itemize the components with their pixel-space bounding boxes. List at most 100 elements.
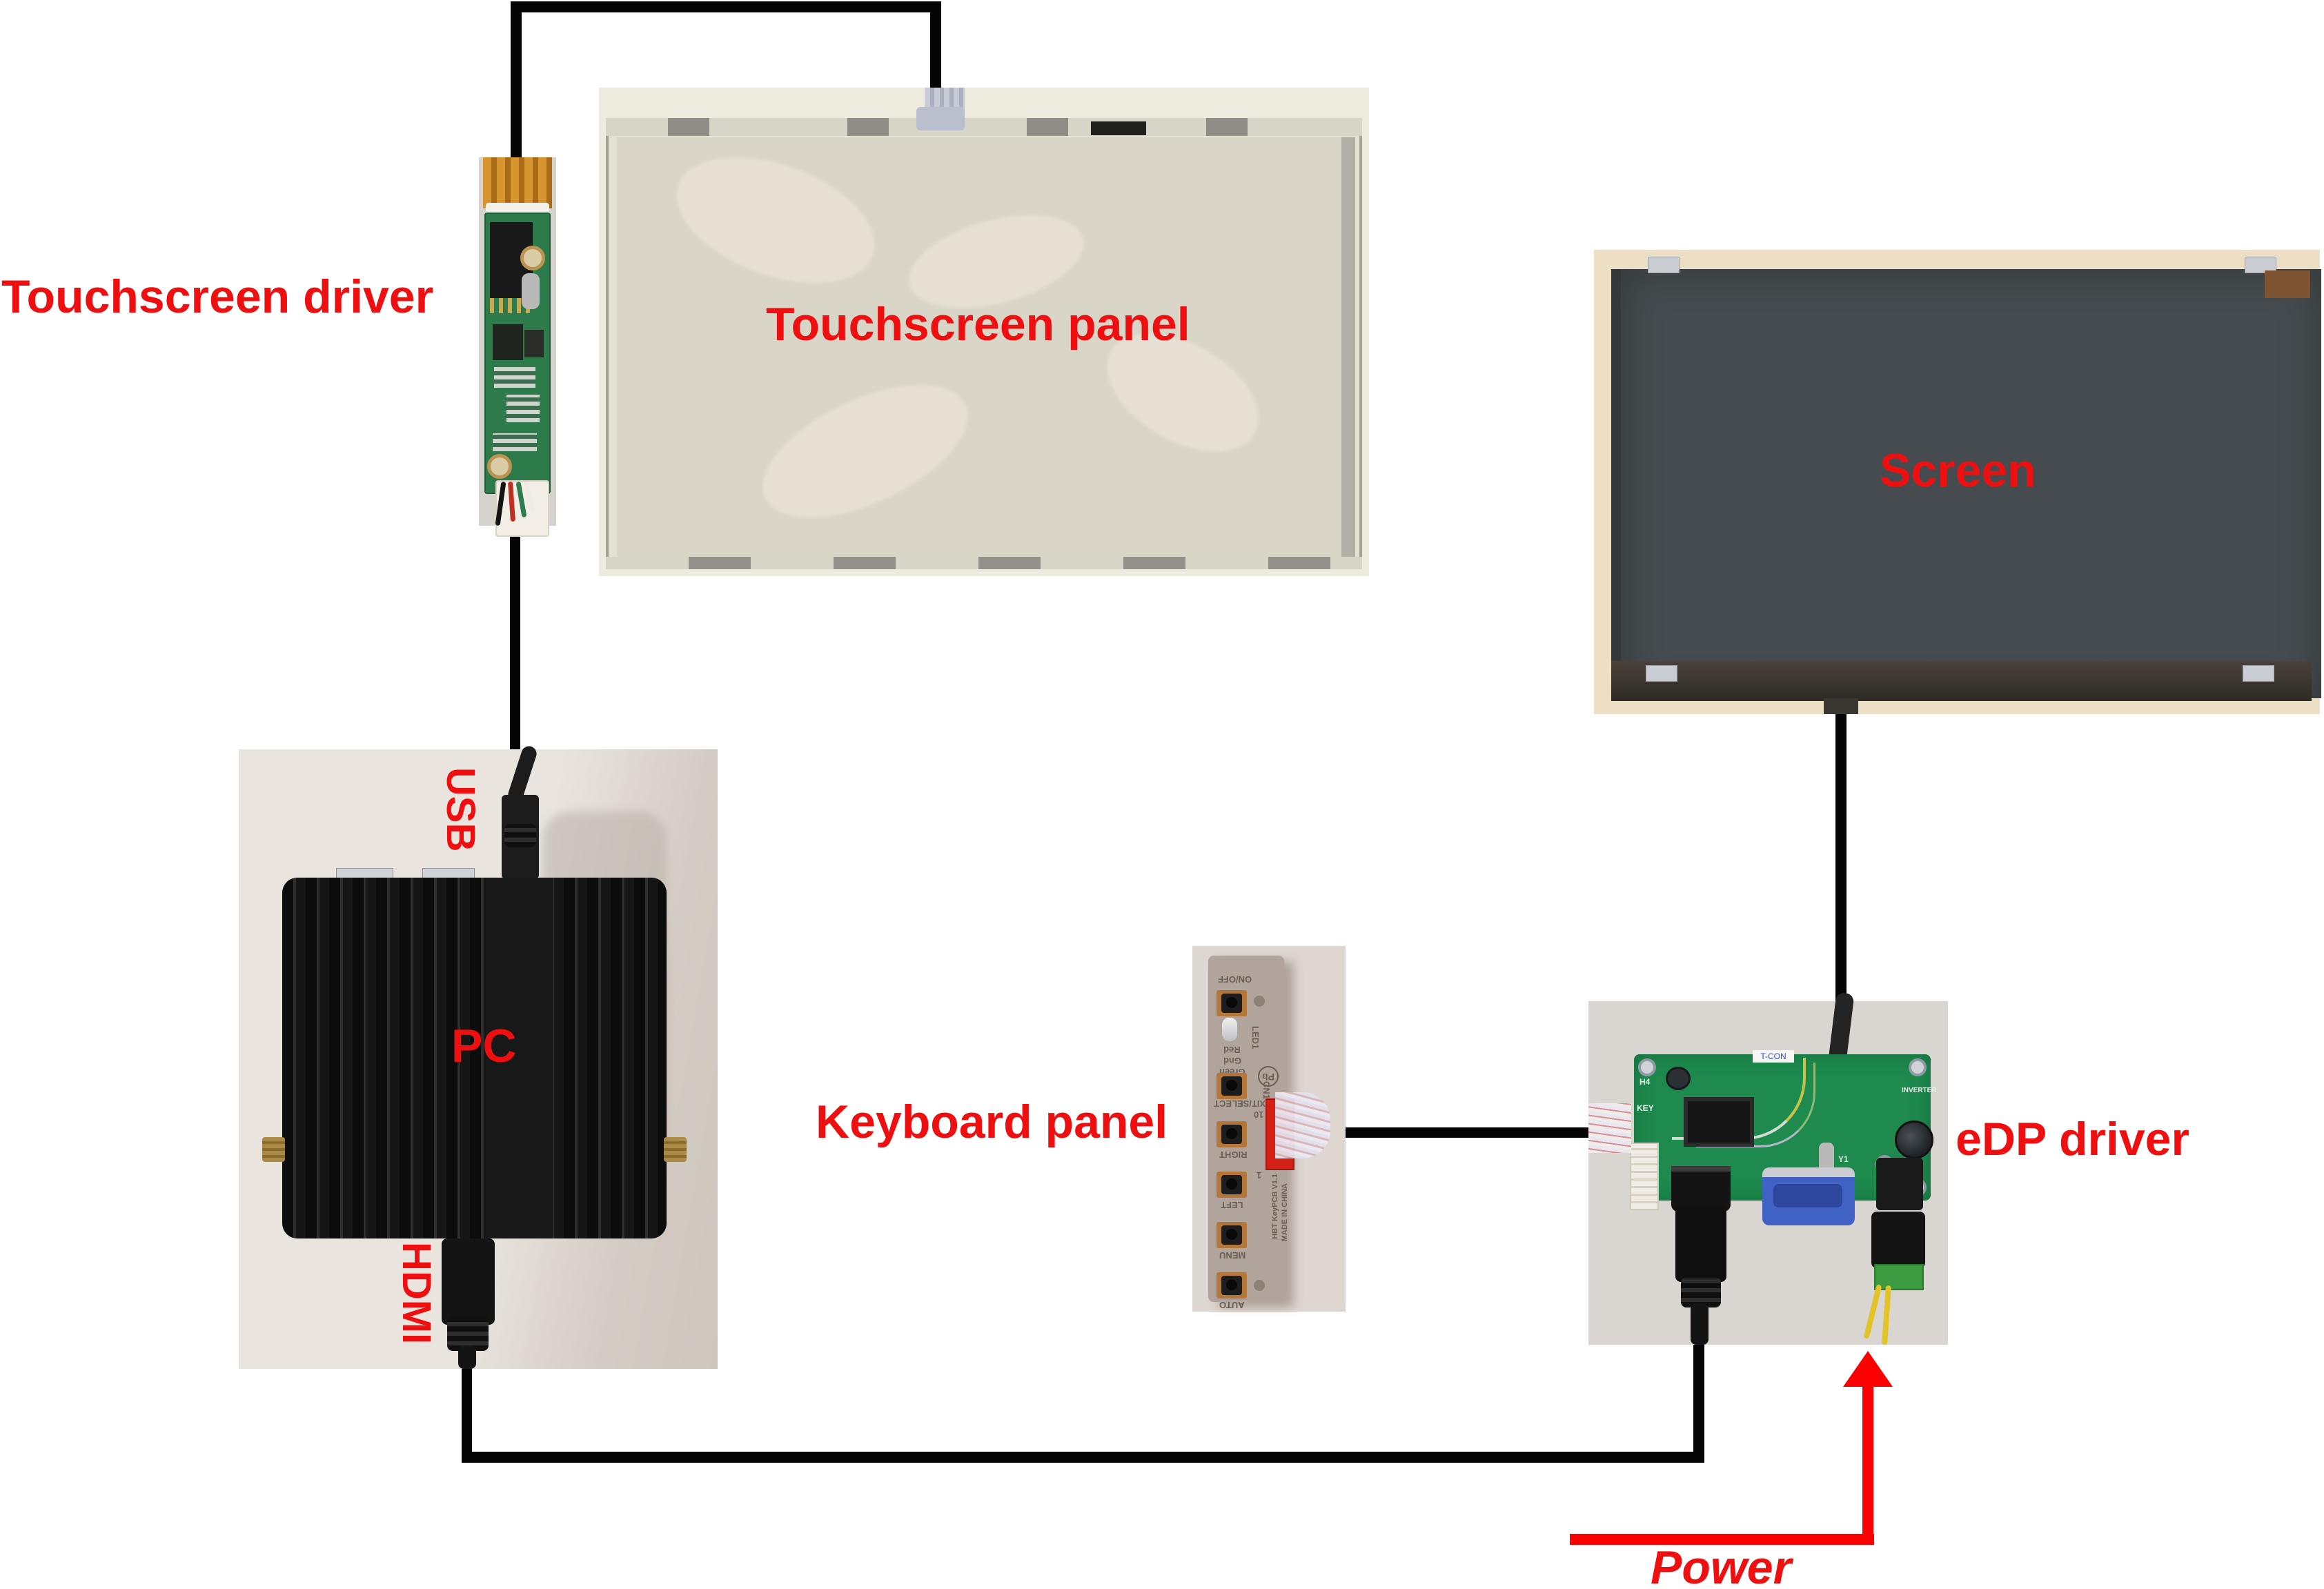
edp-power-jack — [1876, 1158, 1923, 1210]
keyboard-silk-exitselect: EXIT/SELECT — [1214, 1098, 1272, 1109]
hdmi-label: HDMI — [394, 1242, 439, 1345]
edp-hole-tl — [1638, 1058, 1656, 1076]
edp-silk-key: KEY — [1637, 1103, 1654, 1113]
keyboard-button-exitselect — [1217, 1073, 1247, 1099]
keyboard-hole-top — [1254, 996, 1265, 1007]
keyboard-button-auto — [1217, 1272, 1247, 1299]
edp-hole-tr — [1909, 1058, 1927, 1076]
usb-label: USB — [438, 767, 483, 852]
keyboard-button-onoff — [1217, 990, 1247, 1016]
keyboard-panel-label: Keyboard panel — [816, 1096, 1168, 1148]
screen-photo — [1594, 250, 2321, 714]
edp-hdmi-plug — [1675, 1206, 1726, 1282]
keyboard-silk-onoff: ON/OFF — [1218, 974, 1252, 985]
edp-power-wire-1 — [1863, 1284, 1882, 1339]
edp-power-wire-2 — [1882, 1285, 1891, 1345]
panel-top-band — [606, 118, 1362, 136]
panel-black-mark — [1091, 121, 1146, 135]
pc-hdmi-plug — [442, 1238, 495, 1325]
power-line-vertical — [1862, 1384, 1873, 1545]
edp-silk-inverter: INVERTER — [1902, 1087, 1937, 1094]
screen-bracket-bottom-right — [2243, 665, 2274, 682]
edp-crystal — [1819, 1143, 1834, 1174]
edp-hdmi-cable — [1691, 1303, 1708, 1345]
power-line-horizontal — [1570, 1534, 1874, 1545]
keyboard-button-left — [1217, 1172, 1247, 1198]
panel-flex-tab-foot — [916, 107, 965, 130]
wire-pc-hdmi-down — [462, 1365, 472, 1461]
driver-crystal — [522, 273, 540, 309]
edp-silk-y1: Y1 — [1838, 1154, 1849, 1164]
pc-case — [282, 878, 667, 1238]
driver-main-ic — [493, 324, 523, 360]
touchscreen-panel-label: Touchscreen panel — [766, 298, 1190, 351]
edp-keyboard-wires — [1588, 1103, 1631, 1153]
keyboard-silk-auto: AUTO — [1219, 1300, 1245, 1310]
screen-bottom-strip — [1611, 661, 2312, 701]
keyboard-led — [1222, 1018, 1237, 1041]
power-arrowhead — [1843, 1351, 1893, 1387]
keyboard-silk-red: Red — [1223, 1045, 1241, 1055]
edp-hdmi-port — [1671, 1166, 1731, 1212]
keyboard-silk-origin: MADE IN CHINA — [1281, 1183, 1289, 1242]
wire-driver-to-panel-right — [930, 1, 941, 90]
pc-hdmi-plug-collar — [447, 1316, 489, 1351]
pc-hdmi-cable — [458, 1345, 476, 1369]
wire-keyboard-to-edp — [1341, 1127, 1593, 1138]
pc-usb-plug-collar — [504, 824, 536, 847]
keyboard-silk-pin1: 1 — [1257, 1170, 1262, 1181]
edp-driver-label: eDP driver — [1956, 1113, 2189, 1165]
keyboard-silk-cn1: CN1 — [1261, 1081, 1272, 1100]
edp-driver-photo: H4 KEY T-CON Y1 INVERTER — [1588, 991, 1948, 1345]
screen-bracket-top-left — [1648, 257, 1680, 273]
driver-flex-cable — [483, 157, 552, 208]
driver-smd-bank-3 — [493, 433, 537, 451]
screen-lcd-panel — [1611, 269, 2321, 698]
edp-power-terminal — [1874, 1264, 1924, 1290]
edp-hdmi-plug-collar — [1681, 1277, 1721, 1307]
edp-keyboard-connector — [1630, 1143, 1659, 1210]
edp-silk-h4: H4 — [1639, 1077, 1651, 1087]
wire-driver-to-pc-usb — [510, 522, 520, 756]
pc-antenna-post-right — [664, 1137, 687, 1162]
wire-screen-to-edp — [1835, 711, 1847, 1005]
pc-label: PC — [451, 1020, 517, 1072]
driver-mounting-hole-bottom — [487, 454, 512, 479]
touchscreen-driver-photo — [479, 157, 556, 537]
screen-bracket-bottom-left — [1646, 665, 1677, 682]
keyboard-silk-right: RIGHT — [1219, 1149, 1248, 1160]
edp-capacitor — [1895, 1121, 1933, 1159]
driver-output-connector — [495, 480, 549, 537]
keyboard-button-right — [1217, 1121, 1247, 1147]
keyboard-silk-left: LEFT — [1221, 1200, 1243, 1210]
screen-label: Screen — [1880, 444, 2036, 497]
keyboard-silk-boardname: HBT KeyPCB V1.1 — [1271, 1174, 1279, 1239]
driver-smd-bank-1 — [494, 367, 535, 388]
keyboard-silk-pin10: 10 — [1254, 1109, 1264, 1120]
keyboard-hole-bottom — [1254, 1280, 1265, 1291]
power-label: Power — [1651, 1541, 1792, 1589]
driver-pcb — [484, 213, 551, 537]
wire-pc-hdmi-horizontal — [462, 1452, 1704, 1463]
screen-bracket-top-right — [2245, 257, 2276, 273]
panel-right-strip — [1341, 137, 1355, 560]
edp-power-plug — [1871, 1212, 1925, 1268]
pc-antenna-post-left — [262, 1137, 285, 1162]
panel-glass — [617, 137, 1351, 560]
driver-secondary-ic — [524, 330, 544, 357]
driver-mounting-hole-top — [520, 246, 545, 270]
keyboard-button-menu — [1217, 1222, 1247, 1248]
keyboard-silk-gnd: Gnd — [1223, 1056, 1241, 1066]
wire-driver-to-panel-left — [511, 1, 522, 161]
edp-main-ic — [1684, 1097, 1754, 1147]
screen-connector-tab — [1824, 698, 1858, 714]
panel-bottom-band — [606, 557, 1362, 569]
wire-edp-hdmi-up — [1693, 1341, 1704, 1463]
keyboard-pcb: ON/OFF LED1 Red Gnd Green Pb EXIT/SELECT… — [1208, 956, 1294, 1310]
touchscreen-panel-photo — [599, 88, 1369, 576]
keyboard-wires — [1275, 1092, 1330, 1158]
keyboard-silk-led1: LED1 — [1250, 1026, 1261, 1049]
keyboard-panel-photo: ON/OFF LED1 Red Gnd Green Pb EXIT/SELECT… — [1192, 946, 1346, 1312]
pc-case-center-band — [485, 878, 553, 1238]
